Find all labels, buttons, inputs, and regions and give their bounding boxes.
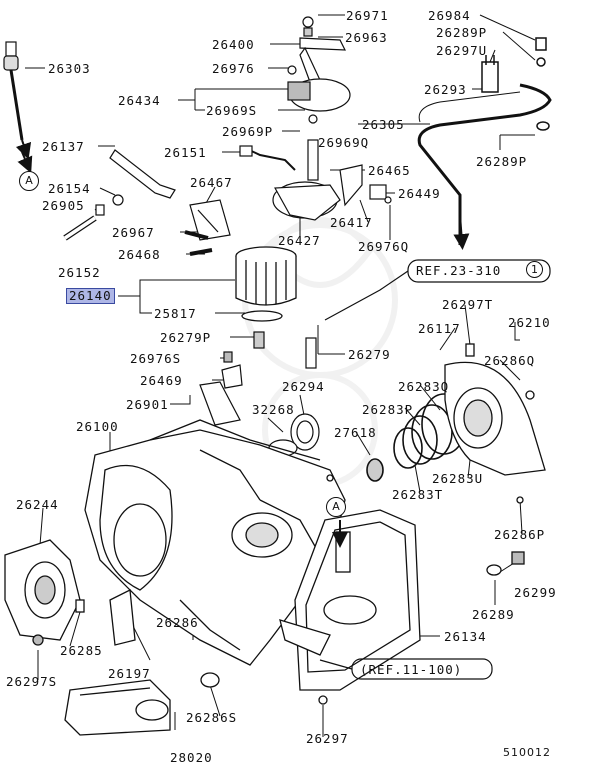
part-label-26971[interactable]: 26971 xyxy=(346,8,389,23)
part-label-26467[interactable]: 26467 xyxy=(190,175,233,190)
part-label-26905[interactable]: 26905 xyxy=(42,198,85,213)
part-label-26294[interactable]: 26294 xyxy=(282,379,325,394)
part-label-26976[interactable]: 26976 xyxy=(212,61,255,76)
part-label-26469[interactable]: 26469 xyxy=(140,373,183,388)
lever-26137 xyxy=(17,149,176,241)
part-label-26417[interactable]: 26417 xyxy=(330,215,373,230)
part-label-26976S[interactable]: 26976S xyxy=(130,351,182,366)
part-label-26297[interactable]: 26297 xyxy=(306,731,349,746)
part-label-26299[interactable]: 26299 xyxy=(514,585,557,600)
part-label-26154[interactable]: 26154 xyxy=(48,181,91,196)
oil-cooler-pipes xyxy=(417,37,552,250)
part-label-26134[interactable]: 26134 xyxy=(444,629,487,644)
part-label-26279P[interactable]: 26279P xyxy=(160,330,212,345)
circle-a-marker-left: A xyxy=(19,171,39,191)
part-label-26969Q[interactable]: 26969Q xyxy=(318,135,370,150)
part-label-26151[interactable]: 26151 xyxy=(164,145,207,160)
part-label-25817[interactable]: 25817 xyxy=(154,306,197,321)
reference-23-310[interactable]: REF.23-310 xyxy=(416,263,502,278)
oil-strainer xyxy=(64,588,220,736)
ref-boxes xyxy=(319,259,551,680)
part-label-26449[interactable]: 26449 xyxy=(398,186,441,201)
part-label-26289[interactable]: 26289 xyxy=(472,607,515,622)
part-label-26197[interactable]: 26197 xyxy=(108,666,151,681)
inhibitor-switch xyxy=(239,139,392,221)
part-label-32268[interactable]: 32268 xyxy=(252,402,295,417)
part-label-26468[interactable]: 26468 xyxy=(118,247,161,262)
part-label-26140-highlighted[interactable]: 26140 xyxy=(66,288,115,304)
part-label-26293[interactable]: 26293 xyxy=(424,82,467,97)
part-label-26434[interactable]: 26434 xyxy=(118,93,161,108)
part-label-27618[interactable]: 27618 xyxy=(334,425,377,440)
part-label-26286[interactable]: 26286 xyxy=(156,615,199,630)
part-label-26137[interactable]: 26137 xyxy=(42,139,85,154)
transfer-housing xyxy=(444,343,546,504)
transaxle-case xyxy=(84,419,346,666)
part-label-26152[interactable]: 26152 xyxy=(58,265,101,280)
shift-lever-assembly xyxy=(287,16,351,124)
part-label-26303[interactable]: 26303 xyxy=(48,61,91,76)
part-label-26969P[interactable]: 26969P xyxy=(222,124,274,139)
part-label-26244[interactable]: 26244 xyxy=(16,497,59,512)
part-label-26289P-top[interactable]: 26289P xyxy=(436,25,488,40)
part-label-26285[interactable]: 26285 xyxy=(60,643,103,658)
part-label-28020[interactable]: 28020 xyxy=(170,750,213,765)
diagram-code: 510012 xyxy=(503,746,551,759)
part-label-26283P[interactable]: 26283P xyxy=(362,402,414,417)
part-label-26279[interactable]: 26279 xyxy=(348,347,391,362)
dipstick xyxy=(3,41,32,160)
part-label-26286S[interactable]: 26286S xyxy=(186,710,238,725)
reference-circle-number: 1 xyxy=(526,261,543,278)
part-label-26297S[interactable]: 26297S xyxy=(6,674,58,689)
part-label-26963[interactable]: 26963 xyxy=(345,30,388,45)
part-label-26967[interactable]: 26967 xyxy=(112,225,155,240)
part-label-26100[interactable]: 26100 xyxy=(76,419,119,434)
oil-filter xyxy=(235,246,297,322)
part-label-26117[interactable]: 26117 xyxy=(418,321,461,336)
part-label-26283T[interactable]: 26283T xyxy=(392,487,444,502)
part-label-26400[interactable]: 26400 xyxy=(212,37,255,52)
part-label-26210[interactable]: 26210 xyxy=(508,315,551,330)
bracket-26467 xyxy=(184,199,231,256)
part-label-26976Q[interactable]: 26976Q xyxy=(358,239,410,254)
reference-11-100[interactable]: (REF.11-100) xyxy=(360,662,463,677)
part-label-26901[interactable]: 26901 xyxy=(126,397,169,412)
part-label-26283U[interactable]: 26283U xyxy=(432,471,484,486)
part-label-26286P[interactable]: 26286P xyxy=(494,527,546,542)
part-label-26297T[interactable]: 26297T xyxy=(442,297,494,312)
circle-a-marker-center: A xyxy=(326,497,346,517)
part-label-26984[interactable]: 26984 xyxy=(428,8,471,23)
part-label-26297U[interactable]: 26297U xyxy=(436,43,488,58)
part-label-26289P-right[interactable]: 26289P xyxy=(476,154,528,169)
part-label-26969S[interactable]: 26969S xyxy=(206,103,258,118)
part-label-26465[interactable]: 26465 xyxy=(368,163,411,178)
part-label-26305[interactable]: 26305 xyxy=(362,117,405,132)
part-label-26286Q[interactable]: 26286Q xyxy=(484,353,536,368)
part-label-26283Q[interactable]: 26283Q xyxy=(398,379,450,394)
side-cover xyxy=(4,539,85,646)
part-label-26427[interactable]: 26427 xyxy=(278,233,321,248)
